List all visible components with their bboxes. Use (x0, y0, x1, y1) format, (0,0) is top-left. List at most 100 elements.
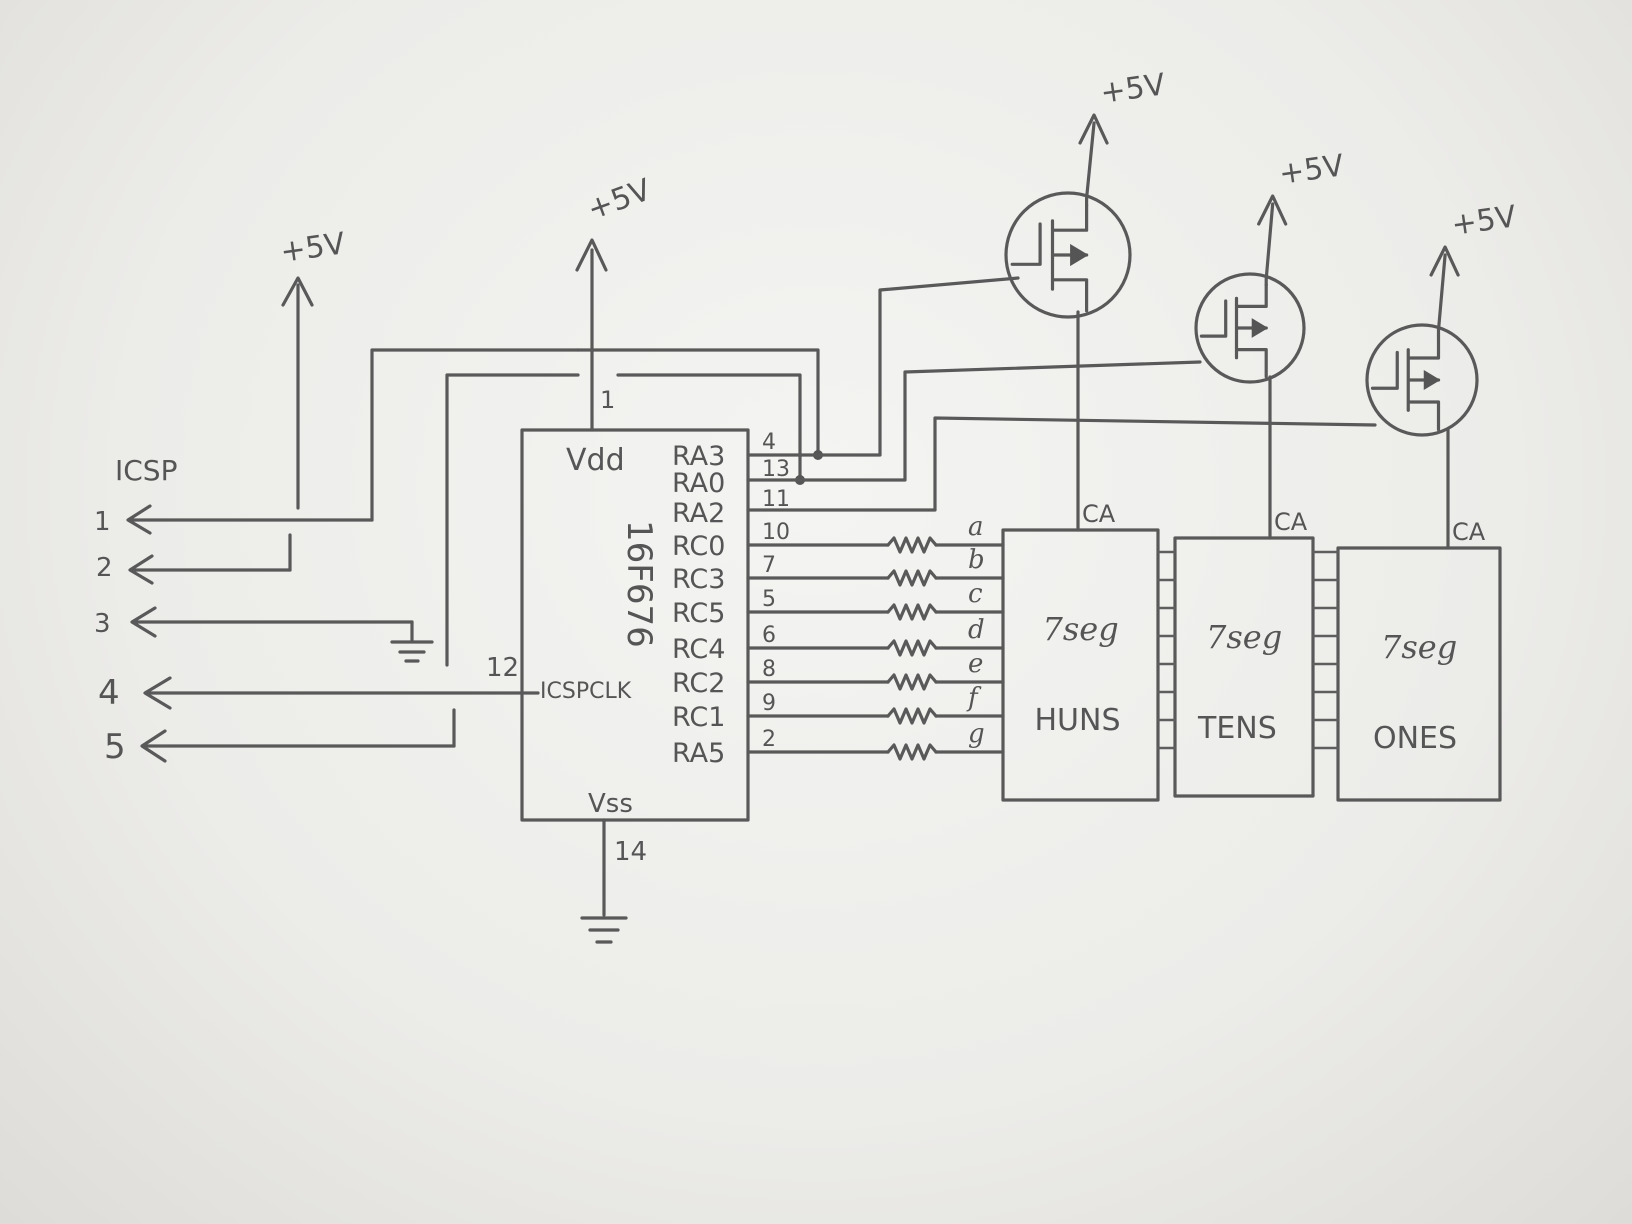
power-arrow-mcu (575, 238, 608, 272)
icsp-pin-4-label: 4 (98, 673, 120, 713)
mcu-pin-number: 5 (762, 587, 776, 612)
segment-line-f: f (746, 683, 1005, 725)
mosfet-circle (1004, 191, 1132, 319)
seven-seg-body (1336, 546, 1502, 802)
icsp-pin-4-arrow (143, 676, 540, 710)
power-wire (1264, 202, 1275, 287)
mosfet-huns (1004, 191, 1132, 319)
mcu-pin-name: RA3 (672, 441, 725, 472)
seven-seg-type: 7seg (1381, 628, 1457, 666)
seven-seg-body (1173, 536, 1315, 798)
mcu-pin-number: 7 (762, 553, 776, 578)
mcu-pin-number: 6 (762, 623, 776, 648)
power-label-icsp: +5V (278, 226, 347, 270)
common-anode-label: CA (1274, 508, 1308, 536)
segment-label: a (968, 512, 984, 542)
mosfet-ones (1365, 323, 1479, 437)
mcu-pin-number: 10 (762, 520, 790, 545)
icsp-pin-2: 2 (96, 553, 292, 585)
segment-label: g (968, 719, 985, 749)
mosfet-symbol (1199, 283, 1268, 379)
icsp-pin-5-arrow (140, 729, 456, 763)
seven-seg-type: 7seg (1206, 618, 1282, 656)
display-bus-links (1156, 550, 1340, 750)
icsp-mclr-wire (370, 348, 580, 522)
segment-line-a: a (746, 512, 1005, 554)
icsp-pin-4: 4 (98, 673, 540, 713)
power-wire (1436, 253, 1447, 338)
mcu-pin-name: RC2 (672, 668, 725, 699)
gate-wire-tens (746, 360, 1202, 482)
resistor (886, 673, 938, 691)
resistor (886, 743, 938, 761)
mosfet-symbol (1010, 203, 1089, 313)
mcu-pin-number: 2 (762, 727, 776, 752)
power-arrow (1257, 194, 1288, 226)
mcu-pin-name: RC3 (672, 564, 725, 595)
mosfet-circle (1365, 323, 1479, 437)
mosfet-symbol (1370, 334, 1441, 432)
seven-seg-body (1001, 528, 1160, 802)
segment-label: b (968, 545, 985, 575)
mcu-pin-number: 4 (762, 430, 776, 455)
icsp-pin-3-label: 3 (94, 609, 111, 639)
segment-label: f (966, 683, 982, 713)
mcu-pin-name: RC4 (672, 634, 725, 665)
icsp-pin-2-label: 2 (96, 553, 113, 583)
mcu-body (520, 428, 750, 822)
icsp-pin-1: 1 (94, 504, 374, 537)
icsp-pin-2-arrow (128, 554, 292, 585)
mcu-pin-name: RA2 (672, 498, 725, 529)
icsp-pin-5-label: 5 (104, 727, 126, 767)
power-label-mcu: +5V (583, 172, 656, 227)
mosfet-circle (1194, 272, 1306, 384)
icsp-pin-1-label: 1 (94, 507, 111, 537)
mcu-pin-name: RC1 (672, 702, 725, 733)
icsp-dat-wire (445, 373, 580, 667)
mosfet-arrow (1423, 369, 1441, 391)
segment-label: d (968, 615, 985, 645)
mosfet-arrow (1251, 318, 1269, 338)
mcu-pin-name: RC0 (672, 531, 725, 562)
common-anode-label: CA (1452, 518, 1486, 546)
ground-symbol-icsp (390, 640, 434, 663)
segment-line-e: e (746, 649, 1005, 691)
power-arrow (1078, 113, 1109, 145)
segment-line-c: c (746, 579, 1005, 621)
mosfet-tens (1194, 272, 1306, 384)
icsp-pin-3: 3 (94, 606, 414, 639)
power-wire (1085, 121, 1096, 207)
segment-label: e (968, 649, 983, 679)
mcu-pin-number: 13 (762, 457, 790, 482)
mcu-clk-label: ICSPCLK (540, 679, 632, 704)
mcu-pin-number: 9 (762, 691, 776, 716)
ra3-icsp-loop (576, 348, 820, 457)
icsp-pin-3-arrow (130, 606, 414, 638)
gate-wire-ones (746, 416, 1377, 512)
ra0-icsp-loop (616, 373, 802, 480)
seven-seg-type: 7seg (1043, 610, 1119, 648)
icsp-title: ICSP (115, 454, 177, 487)
icsp-pin-1-arrow (126, 504, 374, 535)
icsp-pin-5: 5 (104, 727, 456, 767)
mcu-pin-name: RA5 (672, 738, 725, 769)
ground-symbol-mcu (580, 916, 628, 944)
power-arrow (1429, 245, 1460, 277)
mosfet-arrow (1070, 243, 1089, 267)
segment-label: c (968, 579, 983, 609)
mcu-clk-pin: 12 (486, 653, 519, 683)
mcu-vdd-label: Vdd (566, 443, 625, 478)
common-anode-label: CA (1082, 500, 1116, 528)
mcu-pin-number: 8 (762, 657, 776, 682)
mcu-pin-name: RC5 (672, 598, 725, 629)
seven-seg-name: TENS (1197, 711, 1277, 746)
mcu-vss-pin: 14 (614, 837, 647, 867)
